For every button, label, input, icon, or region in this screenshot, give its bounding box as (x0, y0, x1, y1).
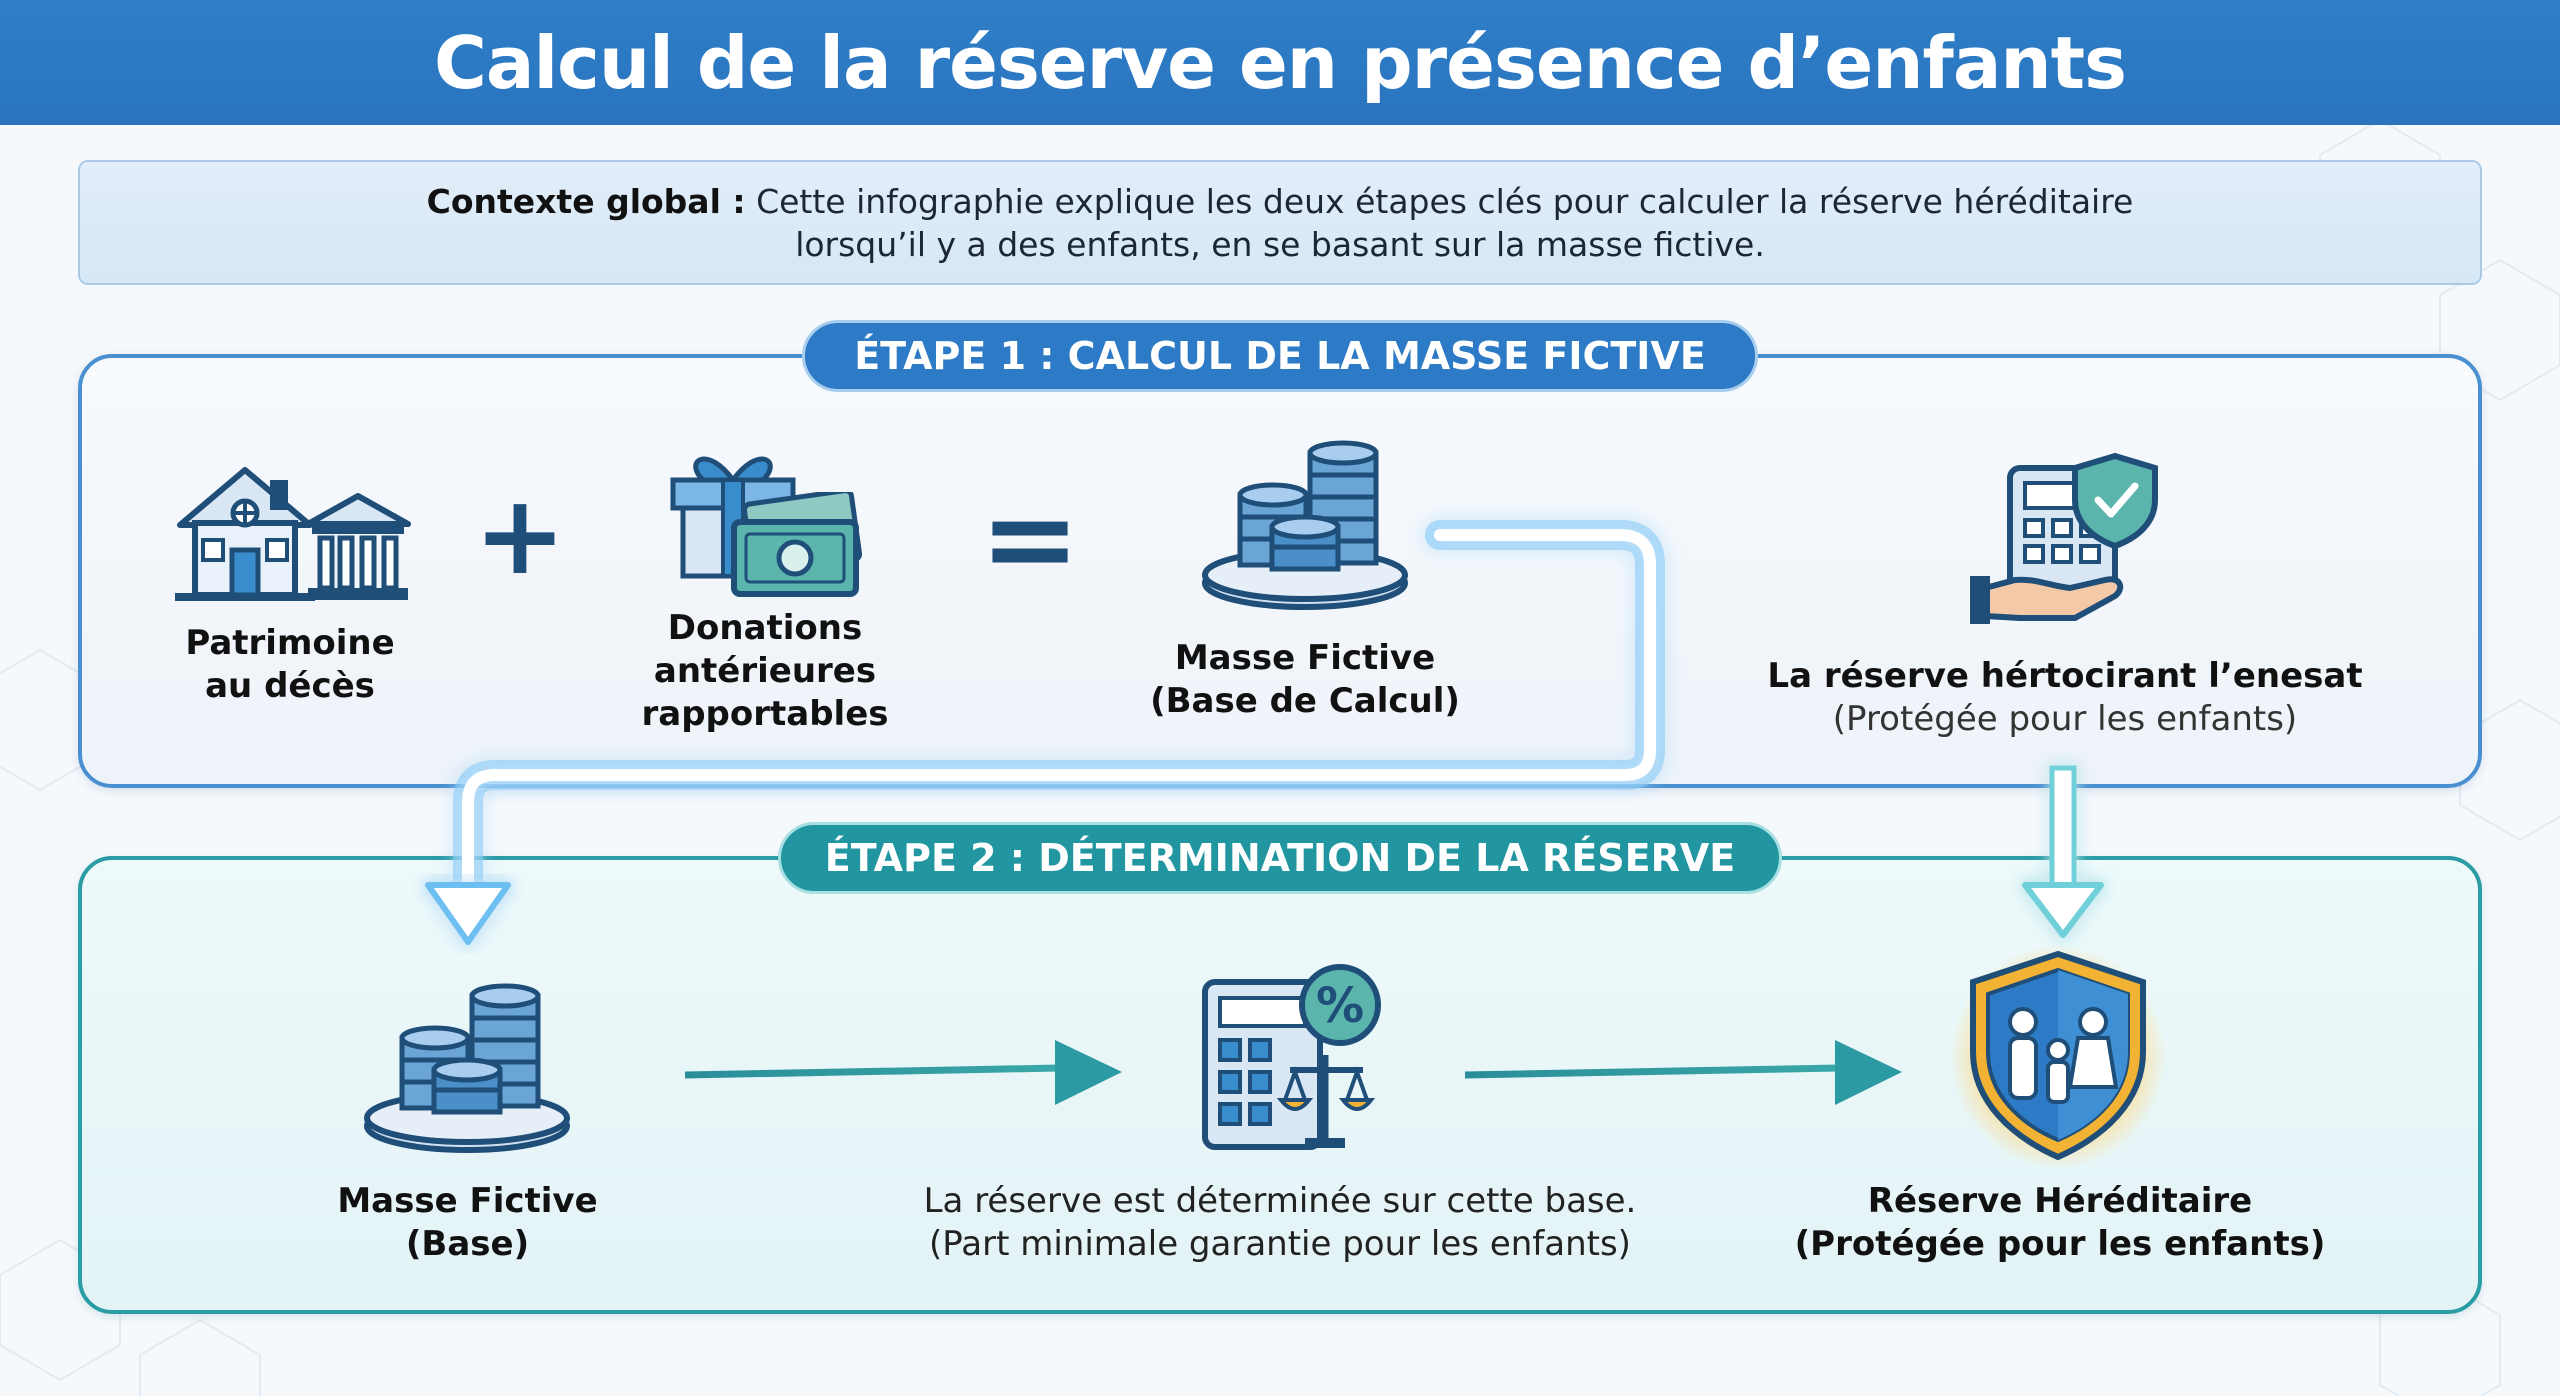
svg-text:%: % (1316, 978, 1364, 1034)
family-shield-icon (1950, 945, 2166, 1169)
context-box: Contexte global : Cette infographie expl… (78, 160, 2482, 285)
context-text-2: lorsqu’il y a des enfants, en se basant … (795, 224, 1765, 264)
calculator-scale-percent-icon: % (1202, 964, 1381, 1150)
step2-label-reserve-hereditaire: Réserve Héréditaire(Protégée pour les en… (1794, 1181, 2326, 1264)
house-icon (175, 467, 315, 601)
page-title: Calcul de la réserve en présence d’enfan… (434, 20, 2127, 105)
bank-icon (305, 493, 411, 600)
coins-icon (1202, 440, 1408, 610)
context-text-1: Cette infographie explique les deux étap… (756, 181, 2134, 221)
equals-operator: = (979, 470, 1081, 609)
plus-operator: + (473, 471, 567, 599)
step1-label-reserve: La réserve hértocirant l’enesat(Protégée… (1767, 656, 2363, 739)
step1-title: ÉTAPE 1 : CALCUL DE LA MASSE FICTIVE (802, 320, 1758, 392)
cash-icon (731, 492, 863, 597)
step1-label-masse-fictive: Masse Fictive(Base de Calcul) (1150, 638, 1460, 721)
header-bar: Calcul de la réserve en présence d’enfan… (0, 0, 2560, 125)
calculator-hand-shield-icon (1970, 452, 2158, 624)
coins-icon-step2 (364, 983, 570, 1153)
context-line-1: Contexte global : Cette infographie expl… (427, 180, 2134, 223)
context-lead: Contexte global : (426, 181, 746, 221)
step2-label-masse-fictive: Masse Fictive(Base) (337, 1181, 598, 1264)
step2-label-determination: La réserve est déterminée sur cette base… (923, 1181, 1637, 1264)
step2-title: ÉTAPE 2 : DÉTERMINATION DE LA RÉSERVE (778, 822, 1782, 894)
